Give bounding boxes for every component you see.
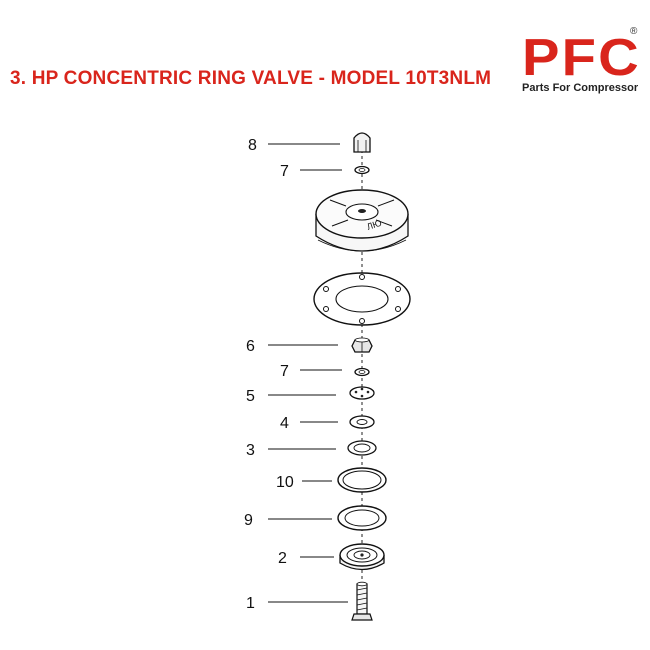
logo-tagline: Parts For Compressor	[522, 82, 639, 94]
pfc-logo: PFC ® Parts For Compressor	[518, 26, 642, 96]
part-3-ring	[347, 440, 377, 456]
valve-body: ЛЮ	[315, 189, 409, 252]
logo-registered-mark: ®	[630, 26, 638, 37]
callout-number-1: 1	[246, 595, 255, 612]
logo-brand: PFC	[522, 29, 641, 87]
part-5-spring-plate	[349, 386, 375, 400]
part-7-washer-lower	[354, 367, 370, 377]
gasket-plate	[313, 272, 411, 326]
callout-number-2: 2	[278, 550, 287, 567]
part-7-washer-upper	[354, 165, 370, 175]
callout-number-3: 3	[246, 442, 255, 459]
part-8-cap-nut	[353, 132, 371, 153]
callout-leaders	[268, 143, 348, 603]
callout-number-7-lower: 7	[280, 363, 289, 380]
callout-number-5: 5	[246, 388, 255, 405]
callout-number-8: 8	[248, 137, 257, 154]
svg-text:ЛЮ: ЛЮ	[366, 218, 383, 232]
part-10-ring	[337, 467, 387, 493]
part-1-bolt	[351, 581, 373, 621]
callout-number-6: 6	[246, 338, 255, 355]
callout-number-4: 4	[280, 415, 289, 432]
part-4-ring	[349, 415, 375, 429]
callout-number-9: 9	[244, 512, 253, 529]
callout-number-10: 10	[276, 474, 294, 491]
part-2-valve-seat	[339, 543, 385, 571]
part-6-hex-nut	[351, 337, 373, 353]
part-9-ring	[337, 505, 387, 531]
callout-number-7-upper: 7	[280, 163, 289, 180]
page-title: 3. HP CONCENTRIC RING VALVE - MODEL 10T3…	[10, 68, 492, 89]
